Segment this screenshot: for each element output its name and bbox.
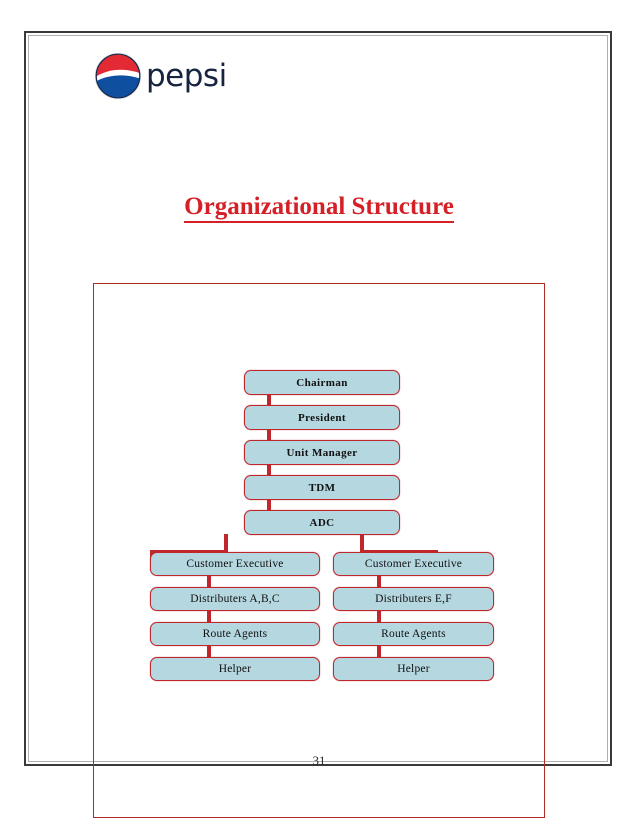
node-right-route-agents-label: Route Agents bbox=[381, 628, 446, 640]
connector-president-unit-manager bbox=[267, 429, 271, 446]
connector-chairman-president bbox=[267, 394, 271, 411]
node-right-distributers[interactable]: Distributers E,F bbox=[333, 587, 494, 611]
node-tdm[interactable]: TDM bbox=[244, 475, 400, 500]
node-right-customer-executive-label: Customer Executive bbox=[364, 558, 463, 570]
node-left-customer-executive[interactable]: Customer Executive bbox=[150, 552, 320, 576]
pepsi-logo: pepsi bbox=[94, 50, 227, 102]
node-president[interactable]: President bbox=[244, 405, 400, 430]
content-frame bbox=[93, 283, 545, 818]
pepsi-wordmark: pepsi bbox=[146, 58, 227, 94]
node-left-distributers-label: Distributers A,B,C bbox=[190, 593, 280, 605]
connector-right-route-helper bbox=[377, 646, 381, 659]
node-adc-label: ADC bbox=[309, 516, 335, 529]
org-chart: Chairman President Unit Manager TDM ADC … bbox=[93, 283, 545, 818]
node-president-label: President bbox=[297, 411, 346, 424]
node-left-customer-executive-label: Customer Executive bbox=[186, 558, 284, 570]
page-outer-border bbox=[24, 31, 612, 766]
page-title-text: Organizational Structure bbox=[184, 193, 454, 223]
node-left-route-agents-label: Route Agents bbox=[202, 628, 268, 640]
connector-adc-right-stub bbox=[360, 534, 364, 554]
connector-tdm-adc bbox=[267, 499, 271, 516]
node-unit-manager[interactable]: Unit Manager bbox=[244, 440, 400, 465]
node-chairman-label: Chairman bbox=[296, 376, 348, 389]
node-unit-manager-label: Unit Manager bbox=[286, 446, 358, 459]
connector-right-distributers-route bbox=[377, 611, 381, 624]
node-chairman[interactable]: Chairman bbox=[244, 370, 400, 395]
node-tdm-label: TDM bbox=[308, 481, 336, 494]
connector-left-route-helper bbox=[207, 646, 211, 659]
connector-adc-left-stub bbox=[224, 534, 228, 554]
page-title: Organizational Structure bbox=[0, 193, 638, 223]
connector-right-ce-distributers bbox=[377, 576, 381, 589]
node-right-route-agents[interactable]: Route Agents bbox=[333, 622, 494, 646]
page-inner-border bbox=[28, 35, 608, 762]
node-left-distributers[interactable]: Distributers A,B,C bbox=[150, 587, 320, 611]
connector-left-ce-distributers bbox=[207, 576, 211, 589]
node-right-customer-executive[interactable]: Customer Executive bbox=[333, 552, 494, 576]
node-left-helper-label: Helper bbox=[218, 663, 252, 675]
page-number: 31 bbox=[312, 753, 326, 768]
node-right-helper-label: Helper bbox=[397, 663, 430, 675]
node-left-route-agents[interactable]: Route Agents bbox=[150, 622, 320, 646]
node-adc[interactable]: ADC bbox=[244, 510, 400, 535]
node-right-distributers-label: Distributers E,F bbox=[375, 593, 452, 605]
connector-left-distributers-route bbox=[207, 611, 211, 624]
node-right-helper[interactable]: Helper bbox=[333, 657, 494, 681]
connector-unit-manager-tdm bbox=[267, 464, 271, 481]
node-left-helper[interactable]: Helper bbox=[150, 657, 320, 681]
pepsi-globe-icon bbox=[94, 52, 142, 100]
